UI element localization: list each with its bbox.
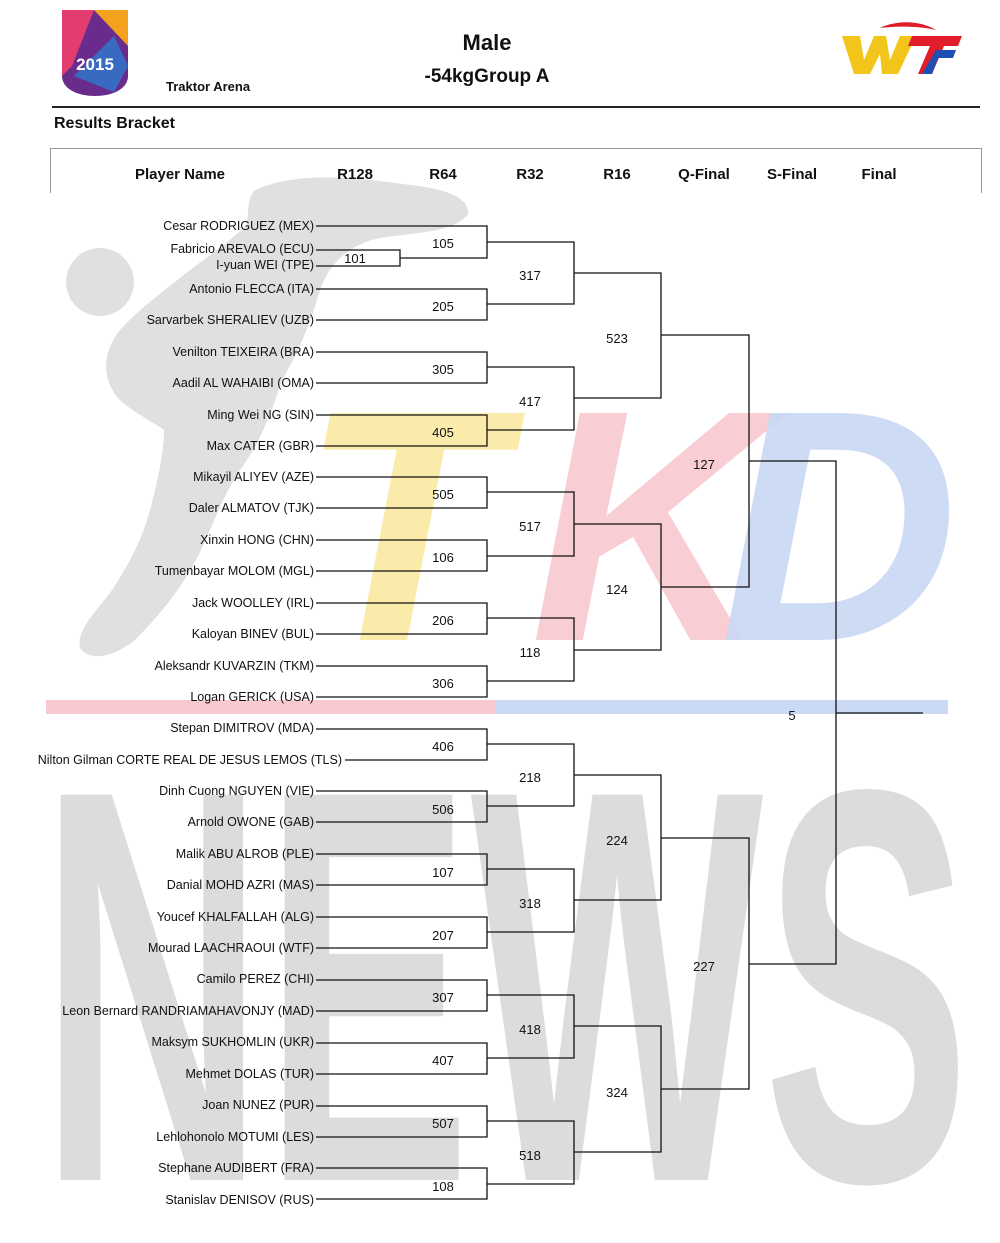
player-name: Dinh Cuong NGUYEN (VIE) — [159, 784, 314, 798]
match-number-r32: 317 — [519, 268, 541, 283]
match-number-r64: 307 — [432, 990, 454, 1005]
match-number-semifinal: 5 — [788, 708, 795, 723]
match-numbers: 101 105 205 305 405 505 106 206 306 406 … — [344, 236, 795, 1194]
player-name: Aadil AL WAHAIBI (OMA) — [172, 376, 314, 390]
player-name: Leon Bernard RANDRIAMAHAVONJY (MAD) — [62, 1004, 314, 1018]
player-name: Tumenbayar MOLOM (MGL) — [154, 564, 314, 578]
player-name: Youcef KHALFALLAH (ALG) — [156, 910, 314, 924]
match-number-r64: 108 — [432, 1179, 454, 1194]
column-header-semifinal: S-Final — [766, 166, 818, 183]
match-number-quarterfinal: 227 — [693, 959, 715, 974]
column-header-r16: R16 — [603, 166, 631, 183]
column-header-r32: R32 — [516, 166, 544, 183]
player-name: Danial MOHD AZRI (MAS) — [166, 878, 314, 892]
column-header-final: Final — [861, 166, 897, 183]
player-name: Lehlohonolo MOTUMI (LES) — [156, 1130, 314, 1144]
match-number-r64: 306 — [432, 676, 454, 691]
player-name: Venilton TEIXEIRA (BRA) — [172, 345, 315, 359]
column-header-quarterfinal: Q-Final — [678, 166, 730, 183]
gender-title: Male — [462, 30, 512, 55]
match-number-r64: 206 — [432, 613, 454, 628]
match-number-r32: 518 — [519, 1148, 541, 1163]
player-name: Stanislav DENISOV (RUS) — [165, 1193, 314, 1207]
player-name: Sarvarbek SHERALIEV (UZB) — [146, 313, 314, 327]
match-number-r32: 118 — [520, 645, 541, 660]
match-number-r32: 417 — [519, 394, 541, 409]
player-name: Jack WOOLLEY (IRL) — [191, 596, 314, 610]
match-number-r64: 505 — [432, 487, 454, 502]
wtf-logo-icon — [842, 22, 962, 74]
match-number-r16: 324 — [606, 1085, 628, 1100]
match-number-r64: 107 — [432, 865, 454, 880]
match-number-r64: 507 — [432, 1116, 454, 1131]
match-number-r64: 406 — [432, 739, 454, 754]
column-header-box — [50, 148, 982, 193]
venue-name: Traktor Arena — [166, 79, 251, 94]
match-number-r64: 205 — [432, 299, 454, 314]
player-name: Fabricio AREVALO (ECU) — [170, 242, 314, 256]
player-name: Aleksandr KUVARZIN (TKM) — [154, 659, 314, 673]
column-header-r128: R128 — [337, 166, 373, 183]
player-name: Joan NUNEZ (PUR) — [202, 1098, 314, 1112]
match-number-r16: 124 — [606, 582, 628, 597]
match-number-r32: 418 — [519, 1022, 541, 1037]
player-name: Malik ABU ALROB (PLE) — [175, 847, 314, 861]
player-name: I-yuan WEI (TPE) — [216, 258, 314, 272]
match-number-r64: 105 — [432, 236, 454, 251]
player-name: Camilo PEREZ (CHI) — [196, 972, 314, 986]
player-name: Max CATER (GBR) — [206, 439, 314, 453]
match-number-r64: 407 — [432, 1053, 454, 1068]
category-title: -54kgGroup A — [424, 66, 550, 87]
player-name: Antonio FLECCA (ITA) — [189, 282, 314, 296]
match-number-r64: 106 — [432, 550, 454, 565]
player-name: Cesar RODRIGUEZ (MEX) — [163, 219, 314, 233]
player-name: Daler ALMATOV (TJK) — [188, 501, 314, 515]
championship-logo-icon: 2015 — [62, 10, 128, 96]
match-number-quarterfinal: 127 — [693, 457, 715, 472]
player-name: Mehmet DOLAS (TUR) — [185, 1067, 315, 1081]
match-number-r16: 523 — [606, 331, 628, 346]
player-name: Kaloyan BINEV (BUL) — [191, 627, 314, 641]
player-name: Mikayil ALIYEV (AZE) — [193, 470, 314, 484]
player-name: Nilton Gilman CORTE REAL DE JESUS LEMOS … — [37, 753, 342, 767]
player-name: Mourad LAACHRAOUI (WTF) — [148, 941, 314, 955]
match-number-r64: 506 — [432, 802, 454, 817]
player-name: Stepan DIMITROV (MDA) — [170, 721, 314, 735]
header-divider — [52, 106, 980, 108]
bracket-lines — [316, 225, 923, 1200]
column-header-r64: R64 — [429, 166, 457, 183]
player-name: Xinxin HONG (CHN) — [200, 533, 314, 547]
player-name: Arnold OWONE (GAB) — [187, 815, 314, 829]
match-number-r16: 224 — [606, 833, 628, 848]
section-title: Results Bracket — [54, 115, 175, 132]
match-number-r128: 101 — [344, 251, 366, 266]
column-header-player: Player Name — [134, 166, 226, 183]
match-number-r64: 207 — [432, 928, 454, 943]
match-number-r64: 405 — [432, 425, 454, 440]
svg-text:2015: 2015 — [76, 55, 114, 74]
match-number-r32: 318 — [519, 896, 541, 911]
player-name: Stephane AUDIBERT (FRA) — [158, 1161, 314, 1175]
match-number-r64: 305 — [432, 362, 454, 377]
match-number-r32: 218 — [519, 770, 541, 785]
match-number-r32: 517 — [519, 519, 541, 534]
player-name: Maksym SUKHOMLIN (UKR) — [151, 1035, 314, 1049]
player-name: Logan GERICK (USA) — [190, 690, 314, 704]
player-name: Ming Wei NG (SIN) — [207, 408, 314, 422]
